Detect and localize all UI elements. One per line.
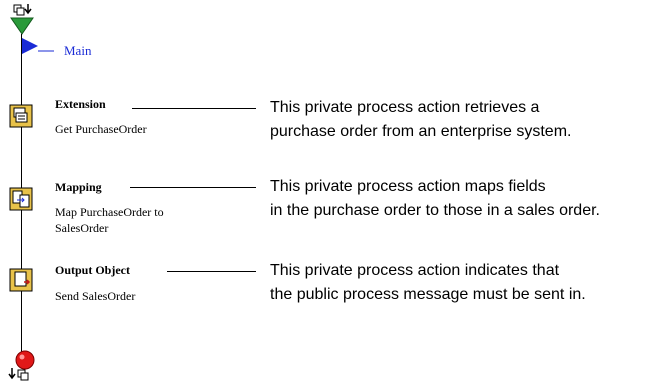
main-label: Main <box>64 43 92 58</box>
extension-icon <box>9 104 33 133</box>
action-subtitle: Map PurchaseOrder to SalesOrder <box>55 205 164 235</box>
action-subtitle: Send SalesOrder <box>55 289 136 303</box>
connector-line <box>130 187 256 188</box>
connector-line <box>167 271 256 272</box>
action-description: This private process action maps fields … <box>270 178 600 219</box>
main-flag-icon <box>22 38 56 63</box>
start-icon <box>9 2 35 41</box>
action-subtitle: Get PurchaseOrder <box>55 122 147 136</box>
action-title: Extension <box>55 97 106 111</box>
action-title: Mapping <box>55 180 102 194</box>
action-description: This private process action retrieves a … <box>270 99 572 140</box>
end-icon <box>8 350 38 386</box>
mapping-icon <box>9 187 33 216</box>
action-description: This private process action indicates th… <box>270 262 586 303</box>
connector-line <box>132 108 256 109</box>
output-object-icon <box>9 268 33 297</box>
action-title: Output Object <box>55 263 130 277</box>
